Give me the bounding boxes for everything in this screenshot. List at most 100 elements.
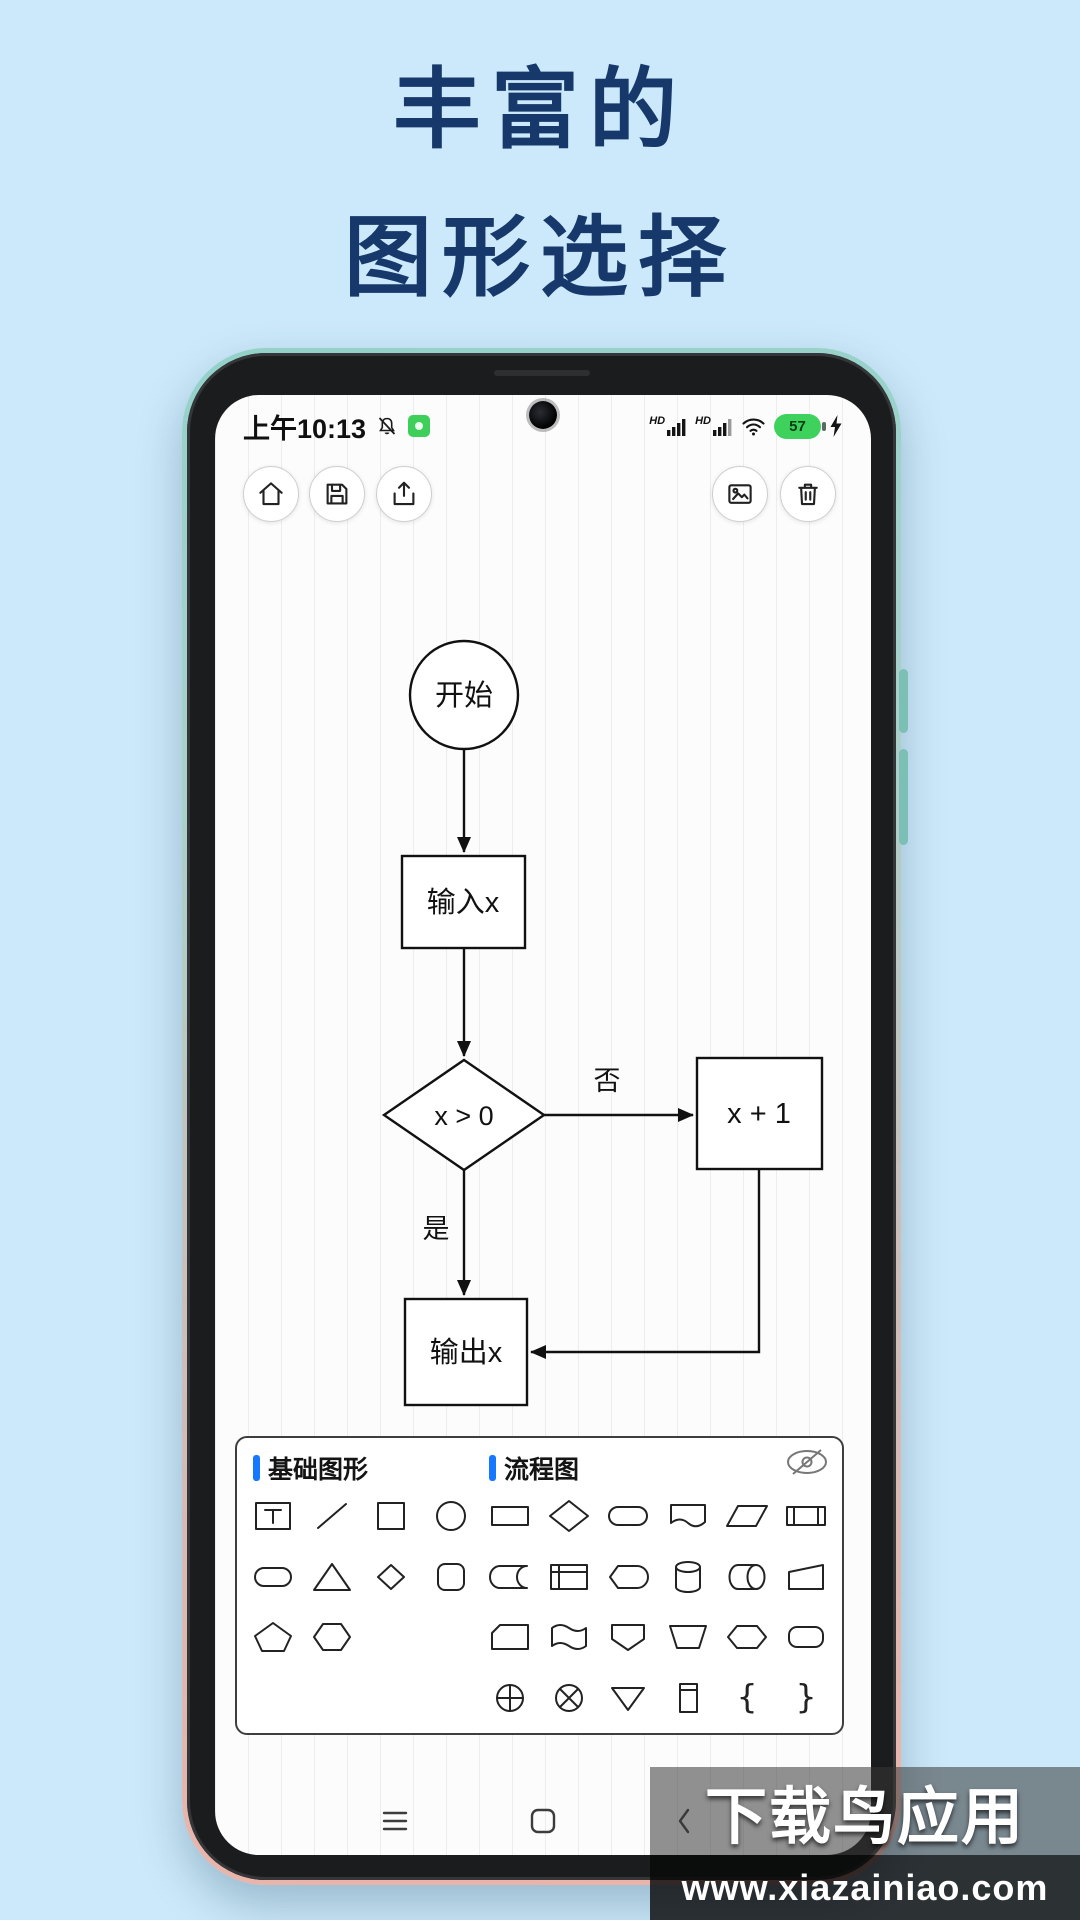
shape-or-junction[interactable] <box>480 1668 539 1729</box>
mute-bell-icon <box>378 417 396 435</box>
flow-edge-label-no: 否 <box>594 1066 621 1096</box>
tab-flowchart[interactable]: 流程图 <box>489 1450 579 1486</box>
menu-icon <box>382 1811 408 1831</box>
flow-label-input: 输入x <box>427 886 500 919</box>
sim1-signal-icon: HD <box>649 415 687 437</box>
shape-note[interactable] <box>658 1668 717 1729</box>
shape-palette-panel: 基础图形 流程图 <box>235 1436 844 1735</box>
shape-off-page-connector[interactable] <box>599 1607 658 1668</box>
export-button[interactable] <box>376 466 432 522</box>
shape-rounded-square[interactable] <box>421 1547 480 1608</box>
wifi-icon <box>742 417 765 435</box>
shape-manual-operation[interactable] <box>658 1607 717 1668</box>
shape-display[interactable] <box>599 1547 658 1608</box>
shape-card[interactable] <box>480 1607 539 1668</box>
shape-internal-storage[interactable] <box>539 1547 598 1608</box>
flow-label-output: 输出x <box>430 1336 503 1369</box>
flow-edge-increment-output[interactable] <box>530 1169 761 1359</box>
flowchart-canvas[interactable]: 开始 输入x x > 0 x + 1 输出x 否 是 <box>215 395 871 1855</box>
notification-app-icon <box>408 415 431 437</box>
shape-left-brace[interactable]: { <box>717 1668 776 1729</box>
watermark-banner: 下载鸟应用 <box>650 1767 1080 1855</box>
shape-diamond[interactable] <box>362 1547 421 1608</box>
charging-bolt-icon <box>830 415 842 437</box>
tab-accent-bar <box>253 1455 260 1481</box>
shape-document[interactable] <box>658 1486 717 1547</box>
shape-text[interactable] <box>243 1486 302 1547</box>
palette-empty-cell <box>243 1668 302 1729</box>
tab-basic-shapes[interactable]: 基础图形 <box>253 1450 368 1486</box>
palette-empty-cell <box>421 1668 480 1729</box>
flow-label-increment: x + 1 <box>727 1098 791 1130</box>
shape-right-brace[interactable]: } <box>777 1668 836 1729</box>
delete-button[interactable] <box>780 466 836 522</box>
home-button[interactable] <box>243 466 299 522</box>
trash-icon <box>798 483 818 506</box>
shape-database[interactable] <box>658 1547 717 1608</box>
flow-node-input[interactable] <box>400 854 527 950</box>
insert-image-button[interactable] <box>712 466 768 522</box>
flow-label-decision: x > 0 <box>434 1101 493 1131</box>
shape-direct-access-storage[interactable] <box>717 1547 776 1608</box>
battery-indicator: 57 <box>774 413 826 439</box>
shape-flag[interactable] <box>539 1607 598 1668</box>
eye-off-icon <box>787 1449 827 1475</box>
hide-palette-button[interactable] <box>784 1446 830 1481</box>
flow-edge-label-yes: 是 <box>423 1214 450 1244</box>
shape-line[interactable] <box>302 1486 361 1547</box>
battery-percent: 57 <box>789 417 806 435</box>
headline-line1: 丰富的 <box>392 60 687 159</box>
tab-accent-bar <box>489 1455 496 1481</box>
tab-flowchart-label: 流程图 <box>504 1456 580 1484</box>
nav-home-button[interactable] <box>525 1803 561 1839</box>
palette-empty-cell <box>362 1607 421 1668</box>
shape-data[interactable] <box>717 1486 776 1547</box>
shape-manual-input[interactable] <box>777 1547 836 1608</box>
shape-stored-data[interactable] <box>480 1547 539 1608</box>
palette-empty-cell <box>421 1607 480 1668</box>
palette-empty-cell <box>302 1668 361 1729</box>
nav-menu-button[interactable] <box>377 1803 413 1839</box>
shape-triangle[interactable] <box>302 1547 361 1608</box>
sim2-signal-icon: HD <box>695 415 733 437</box>
shape-hexagon[interactable] <box>302 1607 361 1668</box>
phone-screen: 上午10:13 HD HD <box>215 395 871 1855</box>
left-brace-glyph: { <box>737 1680 757 1716</box>
phone-frame: 上午10:13 HD HD <box>182 348 908 1885</box>
watermark-title: 下载鸟应用 <box>704 1783 1025 1852</box>
shape-preparation[interactable] <box>717 1607 776 1668</box>
earpiece-speaker <box>493 370 590 376</box>
home-icon <box>259 482 283 506</box>
palette-empty-cell <box>362 1668 421 1729</box>
shape-summing-junction[interactable] <box>539 1668 598 1729</box>
flow-node-increment[interactable] <box>695 1056 824 1171</box>
palette-grid: { } <box>243 1486 836 1728</box>
watermark: 下载鸟应用 www.xiazainiao.com <box>650 1767 1080 1920</box>
shape-decision[interactable] <box>539 1486 598 1547</box>
headline: 丰富的 图形选择 <box>0 36 1080 332</box>
shape-pentagon[interactable] <box>243 1607 302 1668</box>
flow-label-start: 开始 <box>435 679 493 712</box>
status-bar: 上午10:13 HD HD <box>215 395 871 451</box>
shape-circle[interactable] <box>421 1486 480 1547</box>
watermark-url: www.xiazainiao.com <box>650 1855 1080 1920</box>
shape-predefined-process[interactable] <box>777 1486 836 1547</box>
nav-home-icon <box>530 1808 556 1834</box>
flow-node-output[interactable] <box>403 1297 529 1407</box>
shape-terminator[interactable] <box>599 1486 658 1547</box>
shape-merge[interactable] <box>599 1668 658 1729</box>
headline-line2: 图形选择 <box>343 208 736 307</box>
image-icon <box>728 484 752 504</box>
phone-body: 上午10:13 HD HD <box>187 353 896 1880</box>
shape-rounded-rectangle[interactable] <box>243 1547 302 1608</box>
tab-basic-label: 基础图形 <box>268 1456 369 1484</box>
save-icon <box>326 483 348 505</box>
shape-square[interactable] <box>362 1486 421 1547</box>
export-icon <box>393 481 415 506</box>
shape-process[interactable] <box>480 1486 539 1547</box>
clock: 上午10:13 <box>243 413 367 444</box>
palette-header: 基础图形 流程图 <box>237 1438 842 1486</box>
shape-alternate-process[interactable] <box>777 1607 836 1668</box>
save-button[interactable] <box>309 466 365 522</box>
